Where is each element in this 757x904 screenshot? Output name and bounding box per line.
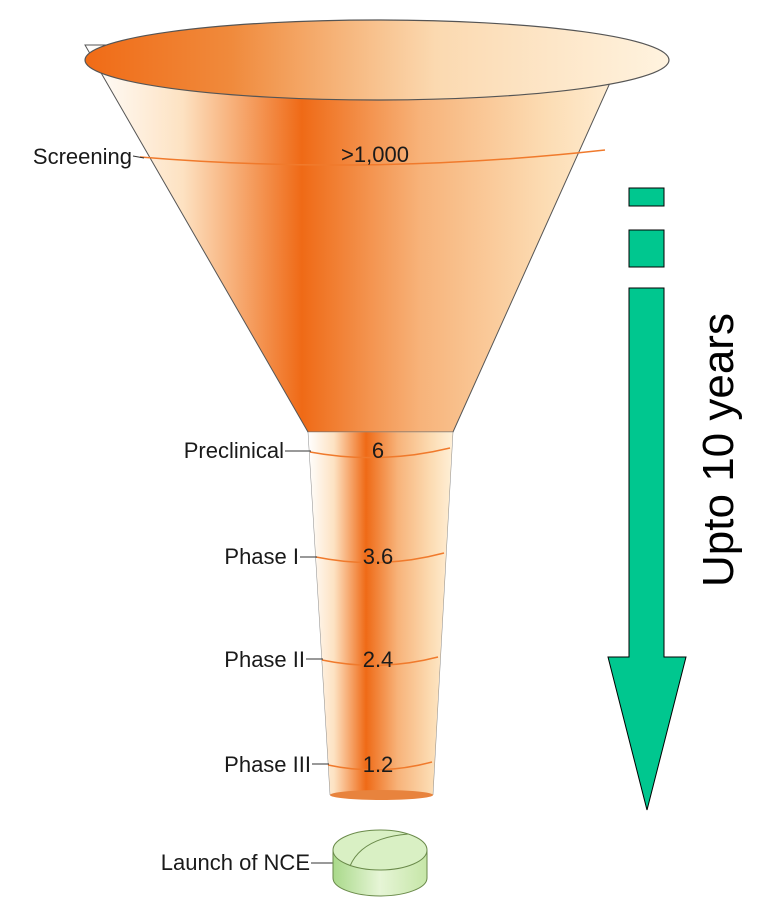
stage-value-phase-ii: 2.4 [363, 647, 394, 672]
funnel-stem [307, 431, 454, 796]
stage-line-phase-iii [327, 761, 433, 771]
stage-value-preclinical: 6 [372, 438, 384, 463]
stage-label-phase-iii: Phase III [224, 752, 311, 777]
stage-label-phase-i: Phase I [224, 544, 299, 569]
stage-label-phase-ii: Phase II [224, 647, 305, 672]
pill-icon [332, 829, 428, 897]
stage-line-screening [139, 149, 606, 166]
stage-value-screening: >1,000 [341, 142, 409, 167]
funnel-rim [84, 19, 670, 101]
stage-line-preclinical [309, 447, 451, 459]
funnel-cone [84, 44, 628, 433]
stage-line-phase-ii [321, 656, 439, 667]
stage-label-screening: Screening [33, 144, 132, 169]
stage-line-phase-i [315, 552, 445, 564]
stage-value-phase-i: 3.6 [363, 544, 394, 569]
timeline-label: Upto 10 years [694, 313, 743, 587]
funnel-stem-bottom [330, 790, 433, 800]
timeline-arrow [607, 187, 687, 811]
stage-label-preclinical: Preclinical [184, 438, 284, 463]
leader-screening [132, 155, 145, 159]
stage-value-phase-iii: 1.2 [363, 752, 394, 777]
launch-label: Launch of NCE [161, 850, 310, 875]
